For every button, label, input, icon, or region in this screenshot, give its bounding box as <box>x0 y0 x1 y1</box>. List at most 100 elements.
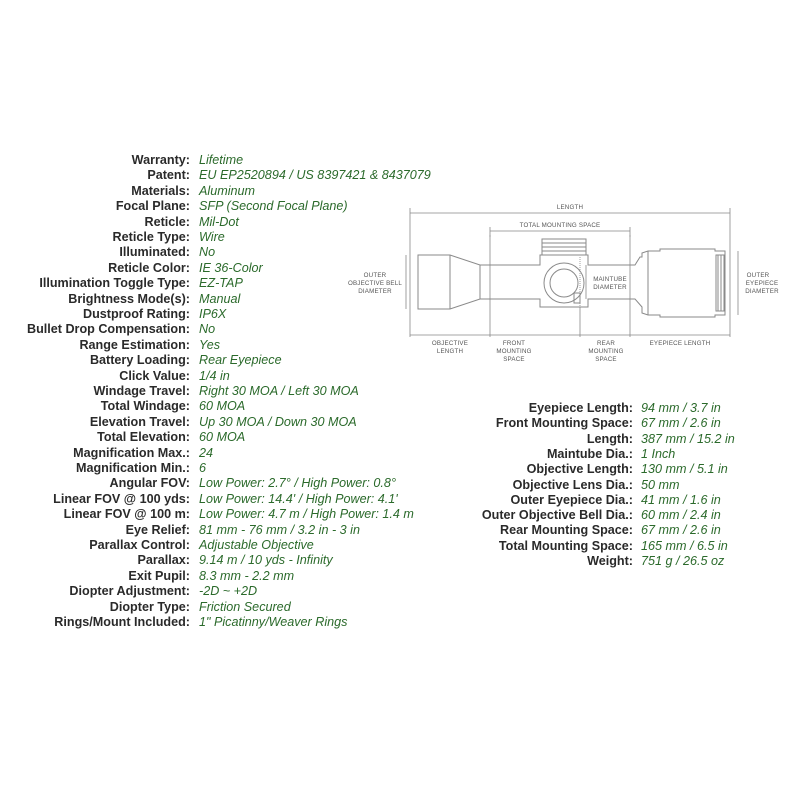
spec-row: Windage Travel: Right 30 MOA / Left 30 MO… <box>0 383 800 399</box>
spec-row: Battery Loading: Rear Eyepiece <box>0 352 800 368</box>
spec-row: Rings/Mount Included:1" Picatinny/Weaver… <box>0 614 800 630</box>
spec-row: Reticle: Mil-Dot <box>0 214 800 230</box>
spec-value: Up 30 MOA / Down 30 MOA <box>199 414 357 429</box>
label-maintube-2: DIAMETER <box>593 284 627 291</box>
spec-value: SFP (Second Focal Plane) <box>199 199 348 214</box>
spec-row: Diopter Adjustment:-2D ~ +2D <box>0 583 800 599</box>
spec-label: Objective Lens Dia.: <box>512 477 633 492</box>
spec-label: Brightness Mode(s): <box>68 291 190 306</box>
spec-label: Parallax Control: <box>89 538 190 552</box>
spec-row: Objective Length:130 mm / 5.1 in <box>0 461 800 477</box>
spec-value: Right 30 MOA / Left 30 MOA <box>199 384 359 398</box>
spec-value: 9.14 m / 10 yds - Infinity <box>199 553 333 568</box>
spec-value: 165 mm / 6.5 in <box>641 538 728 553</box>
spec-row: Brightness Mode(s): Manual <box>0 291 800 307</box>
label-front-mounting-1: FRONT <box>503 340 525 347</box>
spec-row: Linear FOV @ 100 yds:Low Power: 14.4' / … <box>0 491 800 507</box>
spec-row: Objective Lens Dia.: 50 mm <box>0 477 800 493</box>
spec-row: Magnification Min.:6 <box>0 460 800 476</box>
spec-row: Maintube Dia.:1 Inch <box>0 446 800 462</box>
spec-label: Objective Length: <box>526 462 633 477</box>
spec-value: EU EP2520894 / US 8397421 & 8437079 <box>199 168 431 183</box>
spec-label: Reticle Type: <box>112 230 190 244</box>
spec-label: Battery Loading: <box>89 353 190 368</box>
spec-label: Linear FOV @ 100 yds: <box>53 491 190 506</box>
spec-value: 60 MOA <box>199 399 246 414</box>
spec-label: Total Mounting Space: <box>498 538 633 553</box>
spec-row: Total Elevation:60 MOA <box>0 429 800 445</box>
spec-value: 1/4 in <box>199 368 230 383</box>
label-outer-objective-bell-1: OUTER <box>364 272 387 279</box>
spec-value: Lifetime <box>199 153 244 167</box>
label-eyepiece-length: EYEPIECE LENGTH <box>650 340 711 347</box>
label-outer-eyepiece-3: DIAMETER <box>745 288 779 295</box>
scope-outline <box>417 238 726 318</box>
spec-label: Linear FOV @ 100 m: <box>63 507 190 522</box>
label-total-mounting-space: TOTAL MOUNTING SPACE <box>520 222 601 229</box>
label-outer-eyepiece-2: EYEPIECE <box>746 280 779 287</box>
spec-value: 6 <box>199 461 207 475</box>
spec-row: Elevation Travel: Up 30 MOA / Down 30 MOA <box>0 414 800 430</box>
spec-row: Illuminated:No <box>0 244 800 260</box>
spec-row: Total Mounting Space: 165 mm / 6.5 in <box>0 538 800 554</box>
spec-label: Click Value: <box>119 368 190 383</box>
spec-label: Front Mounting Space: <box>495 416 633 431</box>
spec-row: Focal Plane: SFP (Second Focal Plane) <box>0 198 800 214</box>
label-maintube-1: MAINTUBE <box>593 276 627 283</box>
spec-value: 8.3 mm - 2.2 mm <box>199 568 295 583</box>
spec-row: Bullet Drop Compensation:No <box>0 321 800 337</box>
spec-row: Parallax: 9.14 m / 10 yds - Infinity <box>0 552 800 568</box>
spec-value: EZ-TAP <box>199 276 243 291</box>
spec-value: Mil-Dot <box>199 214 239 229</box>
spec-label: Eye Relief: <box>125 522 190 537</box>
spec-value: Wire <box>199 230 225 244</box>
spec-label: Warranty: <box>131 153 190 167</box>
label-front-mounting-3: SPACE <box>503 356 525 363</box>
spec-label: Dustproof Rating: <box>82 307 190 321</box>
spec-label: Reticle: <box>144 214 191 229</box>
spec-label: Elevation Travel: <box>89 414 190 429</box>
spec-row: Eye Relief:81 mm - 76 mm / 3.2 in - 3 in <box>0 522 800 538</box>
spec-label: Total Windage: <box>100 399 190 414</box>
spec-label: Focal Plane: <box>115 199 190 214</box>
spec-value: Yes <box>199 337 221 352</box>
spec-label: Angular FOV: <box>109 476 190 491</box>
spec-value: 24 <box>199 445 214 460</box>
spec-row: Parallax Control: Adjustable Objective <box>0 537 800 553</box>
spec-label: Outer Objective Bell Dia.: <box>481 508 633 523</box>
spec-label: Bullet Drop Compensation: <box>26 322 190 337</box>
scope-dimension-diagram: LENGTH TOTAL MOUNTING SPACE OUTER OBJECT… <box>348 204 779 363</box>
spec-row: Weight:751 g / 26.5 oz <box>0 553 800 569</box>
spec-label: Length: <box>586 431 633 446</box>
spec-label: Magnification Max.: <box>73 445 190 460</box>
spec-value: Adjustable Objective <box>199 538 314 552</box>
spec-value: 41 mm / 1.6 in <box>641 492 721 507</box>
spec-value: Low Power: 4.7 m / High Power: 1.4 m <box>199 507 414 522</box>
spec-value: 60 mm / 2.4 in <box>641 508 721 523</box>
spec-value: IE 36-Color <box>199 260 263 275</box>
spec-row: Patent: EU EP2520894 / US 8397421 & 84370… <box>0 167 800 183</box>
spec-label: Materials: <box>131 183 190 198</box>
label-outer-eyepiece-1: OUTER <box>747 272 770 279</box>
spec-value: 94 mm / 3.7 in <box>641 401 721 415</box>
spec-label: Windage Travel: <box>93 384 190 398</box>
spec-row: Eyepiece Length:94 mm / 3.7 in <box>0 400 800 416</box>
spec-label: Parallax: <box>137 553 190 568</box>
spec-value: 751 g / 26.5 oz <box>641 554 725 568</box>
spec-value: 387 mm / 15.2 in <box>641 431 735 446</box>
label-length: LENGTH <box>557 204 583 211</box>
spec-value: 50 mm <box>641 477 680 492</box>
spec-label: Patent: <box>147 168 190 183</box>
spec-row: Reticle Color:IE 36-Color <box>0 260 800 276</box>
spec-row: Outer Eyepiece Dia.:41 mm / 1.6 in <box>0 492 800 508</box>
spec-value: Manual <box>199 291 241 306</box>
spec-value: 67 mm / 2.6 in <box>641 523 721 538</box>
label-rear-mounting-2: MOUNTING <box>588 348 623 355</box>
spec-row: Outer Objective Bell Dia.: 60 mm / 2.4 in <box>0 507 800 523</box>
spec-value: Aluminum <box>199 183 255 198</box>
spec-value: Low Power: 2.7° / High Power: 0.8° <box>199 476 396 491</box>
spec-row: Magnification Max.: 24 <box>0 445 800 461</box>
spec-label: Diopter Adjustment: <box>69 584 190 599</box>
spec-value: Rear Eyepiece <box>199 353 282 368</box>
spec-row: Diopter Type:Friction Secured <box>0 599 800 615</box>
